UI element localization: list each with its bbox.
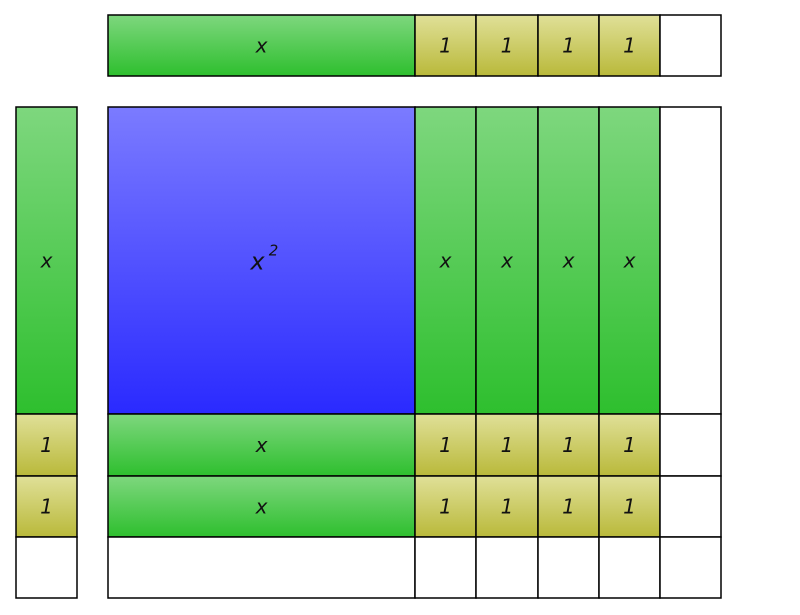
blank-cell bbox=[659, 475, 722, 538]
blank-cell-shape bbox=[659, 536, 722, 599]
unit-tile: 1 bbox=[475, 475, 539, 538]
x-tile: x bbox=[414, 106, 477, 415]
one-label: 1 bbox=[562, 433, 575, 457]
x-label: x bbox=[255, 34, 268, 58]
unit-tile-shape bbox=[475, 475, 539, 538]
top-factor-row: x 1 1 1 1 bbox=[107, 14, 722, 77]
blank-cell-shape bbox=[598, 536, 661, 599]
one-label: 1 bbox=[501, 433, 514, 457]
unit-tile-shape bbox=[475, 14, 539, 77]
one-label: 1 bbox=[623, 433, 636, 457]
unit-tile-shape bbox=[537, 413, 600, 477]
x-label: x bbox=[255, 433, 268, 457]
x-squared-base-label: x bbox=[249, 248, 265, 276]
blank-cell bbox=[107, 536, 416, 599]
one-label: 1 bbox=[40, 495, 53, 519]
x-label: x bbox=[623, 249, 636, 273]
unit-tile: 1 bbox=[598, 475, 661, 538]
one-label: 1 bbox=[562, 34, 575, 58]
x-tile: x bbox=[598, 106, 661, 415]
blank-cell-shape bbox=[414, 536, 477, 599]
unit-tile: 1 bbox=[15, 475, 78, 538]
unit-tile: 1 bbox=[475, 14, 539, 77]
x-tile: x bbox=[475, 106, 539, 415]
blank-cell-shape bbox=[537, 536, 600, 599]
x-label: x bbox=[439, 249, 452, 273]
x-tile: x bbox=[15, 106, 78, 415]
unit-tile-shape bbox=[414, 475, 477, 538]
blank-cell bbox=[15, 536, 78, 599]
unit-tile-shape bbox=[15, 475, 78, 538]
one-label: 1 bbox=[439, 34, 452, 58]
blank-cell-shape bbox=[659, 14, 722, 77]
x-tile-shape bbox=[107, 413, 416, 477]
one-label: 1 bbox=[40, 433, 53, 457]
x-tile-shape bbox=[537, 106, 600, 415]
unit-tile: 1 bbox=[475, 413, 539, 477]
unit-tile-shape bbox=[537, 475, 600, 538]
blank-cell-shape bbox=[475, 536, 539, 599]
blank-cell bbox=[659, 413, 722, 477]
unit-tile: 1 bbox=[598, 14, 661, 77]
blank-cell bbox=[414, 536, 477, 599]
blank-cell-shape bbox=[659, 106, 722, 415]
one-label: 1 bbox=[501, 34, 514, 58]
blank-cell-shape bbox=[659, 475, 722, 538]
unit-tile: 1 bbox=[15, 413, 78, 477]
unit-tile: 1 bbox=[537, 14, 600, 77]
one-label: 1 bbox=[623, 34, 636, 58]
blank-cell bbox=[659, 106, 722, 415]
unit-tile-shape bbox=[475, 413, 539, 477]
unit-tile-shape bbox=[414, 14, 477, 77]
unit-tile-shape bbox=[598, 475, 661, 538]
x-tile: x bbox=[107, 475, 416, 538]
unit-tile-shape bbox=[598, 413, 661, 477]
blank-cell bbox=[598, 536, 661, 599]
x-tile: x bbox=[107, 413, 416, 477]
unit-tile: 1 bbox=[537, 475, 600, 538]
one-label: 1 bbox=[439, 433, 452, 457]
x-label: x bbox=[255, 495, 268, 519]
x-tile: x bbox=[107, 14, 416, 77]
one-label: 1 bbox=[439, 495, 452, 519]
one-label: 1 bbox=[623, 495, 636, 519]
one-label: 1 bbox=[501, 495, 514, 519]
one-label: 1 bbox=[562, 495, 575, 519]
unit-tile-shape bbox=[598, 14, 661, 77]
blank-cell bbox=[537, 536, 600, 599]
x-label: x bbox=[500, 249, 513, 273]
unit-tile: 1 bbox=[598, 413, 661, 477]
unit-tile: 1 bbox=[414, 14, 477, 77]
x-squared-exponent-label: 2 bbox=[269, 242, 279, 260]
unit-tile: 1 bbox=[414, 475, 477, 538]
blank-cell-shape bbox=[107, 536, 416, 599]
x-label: x bbox=[562, 249, 575, 273]
x-tile: x bbox=[537, 106, 600, 415]
unit-tile: 1 bbox=[537, 413, 600, 477]
blank-cell bbox=[659, 14, 722, 77]
x-tile-shape bbox=[15, 106, 78, 415]
x-tile-shape bbox=[107, 475, 416, 538]
blank-cell bbox=[475, 536, 539, 599]
x-tile-shape bbox=[107, 14, 416, 77]
unit-tile: 1 bbox=[414, 413, 477, 477]
blank-cell-shape bbox=[659, 413, 722, 477]
blank-cell bbox=[659, 536, 722, 599]
x-label: x bbox=[40, 249, 53, 273]
x-tile-shape bbox=[414, 106, 477, 415]
blank-cell-shape bbox=[15, 536, 78, 599]
left-factor-column: x 1 1 bbox=[15, 106, 78, 599]
